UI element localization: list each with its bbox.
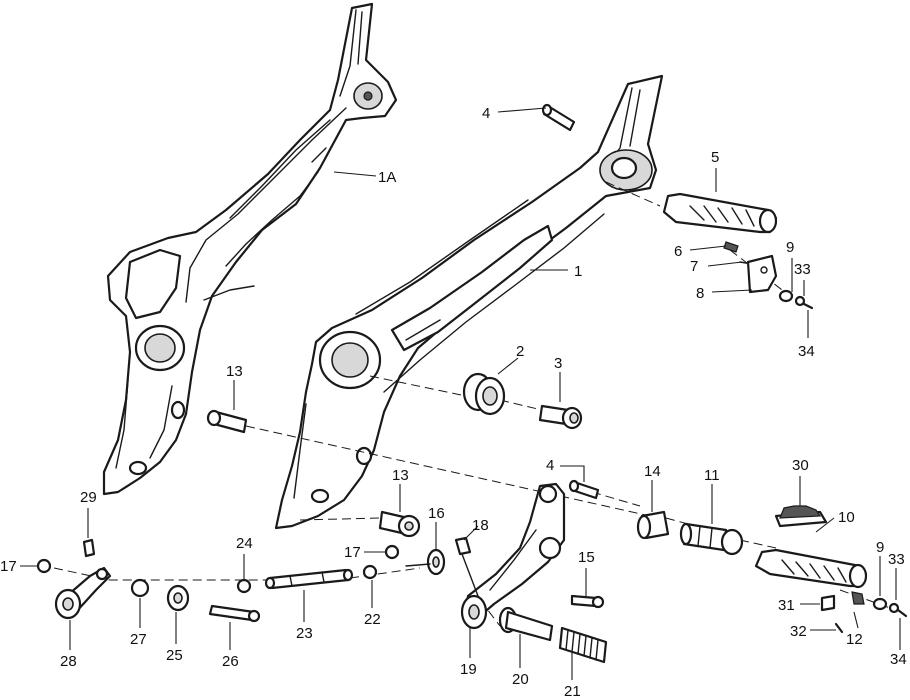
label-13-upper: 13 [226,363,243,380]
shaft-11 [679,522,744,556]
label-9-upper: 9 [786,239,794,256]
label-18: 18 [472,517,489,534]
label-22: 22 [364,611,381,628]
lever-19 [460,482,566,630]
rod-23 [264,568,354,590]
label-24: 24 [236,535,253,552]
label-31: 31 [778,597,795,614]
label-34-upper: 34 [798,343,815,360]
footpeg-5 [662,192,778,234]
label-7: 7 [690,258,698,275]
label-26: 26 [222,653,239,670]
label-23: 23 [296,625,313,642]
label-20: 20 [512,671,529,688]
label-29: 29 [80,489,97,506]
label-14: 14 [644,463,661,480]
label-1a: 1A [378,169,396,186]
label-1: 1 [574,263,582,280]
label-28: 28 [60,653,77,670]
bracket-1a [102,2,398,496]
label-25: 25 [166,647,183,664]
label-17-mid: 17 [344,544,361,561]
label-30: 30 [792,457,809,474]
label-3: 3 [554,355,562,372]
peg-rubber-30 [774,505,828,528]
label-16: 16 [428,505,445,522]
peg-mount-upper [723,241,814,310]
leader-lines [20,107,901,680]
label-15: 15 [578,549,595,566]
label-19: 19 [460,661,477,678]
spring-21 [558,626,608,664]
label-13-lower: 13 [392,467,409,484]
bracket-1 [274,74,664,530]
label-12: 12 [846,631,863,648]
label-10: 10 [838,509,855,526]
label-11: 11 [704,467,720,484]
pin-4-lower [568,479,600,500]
label-6: 6 [674,243,682,260]
bolt-15 [570,594,605,609]
joint-28 [36,538,112,620]
label-27: 27 [130,631,147,648]
part-18 [454,536,479,597]
pin-4-upper [541,103,576,132]
bushing-2 [462,372,506,416]
spacer-14 [636,510,670,540]
footpeg-10 [754,548,868,589]
callout-labels: 4 1A 1 2 3 5 6 7 8 9 33 34 13 13 4 14 11… [0,105,907,700]
peg-hardware-lower [820,591,908,634]
label-9-lower: 9 [876,539,884,556]
label-33-lower: 33 [888,551,905,568]
bolt-3 [538,404,583,430]
label-5: 5 [711,149,719,166]
label-34-lower: 34 [890,651,907,668]
label-33-upper: 33 [794,261,811,278]
label-2: 2 [516,343,524,360]
washer-16 [405,548,446,576]
label-8: 8 [696,285,704,302]
linkage-parts [130,578,261,623]
label-21: 21 [564,683,581,700]
bolt-20 [498,606,554,642]
label-17-left: 17 [0,558,17,575]
bolt-13-upper [206,409,248,434]
spacer-13-lower [378,510,421,538]
label-4-upper: 4 [482,105,490,122]
label-4-lower: 4 [546,457,554,474]
label-32: 32 [790,623,807,640]
